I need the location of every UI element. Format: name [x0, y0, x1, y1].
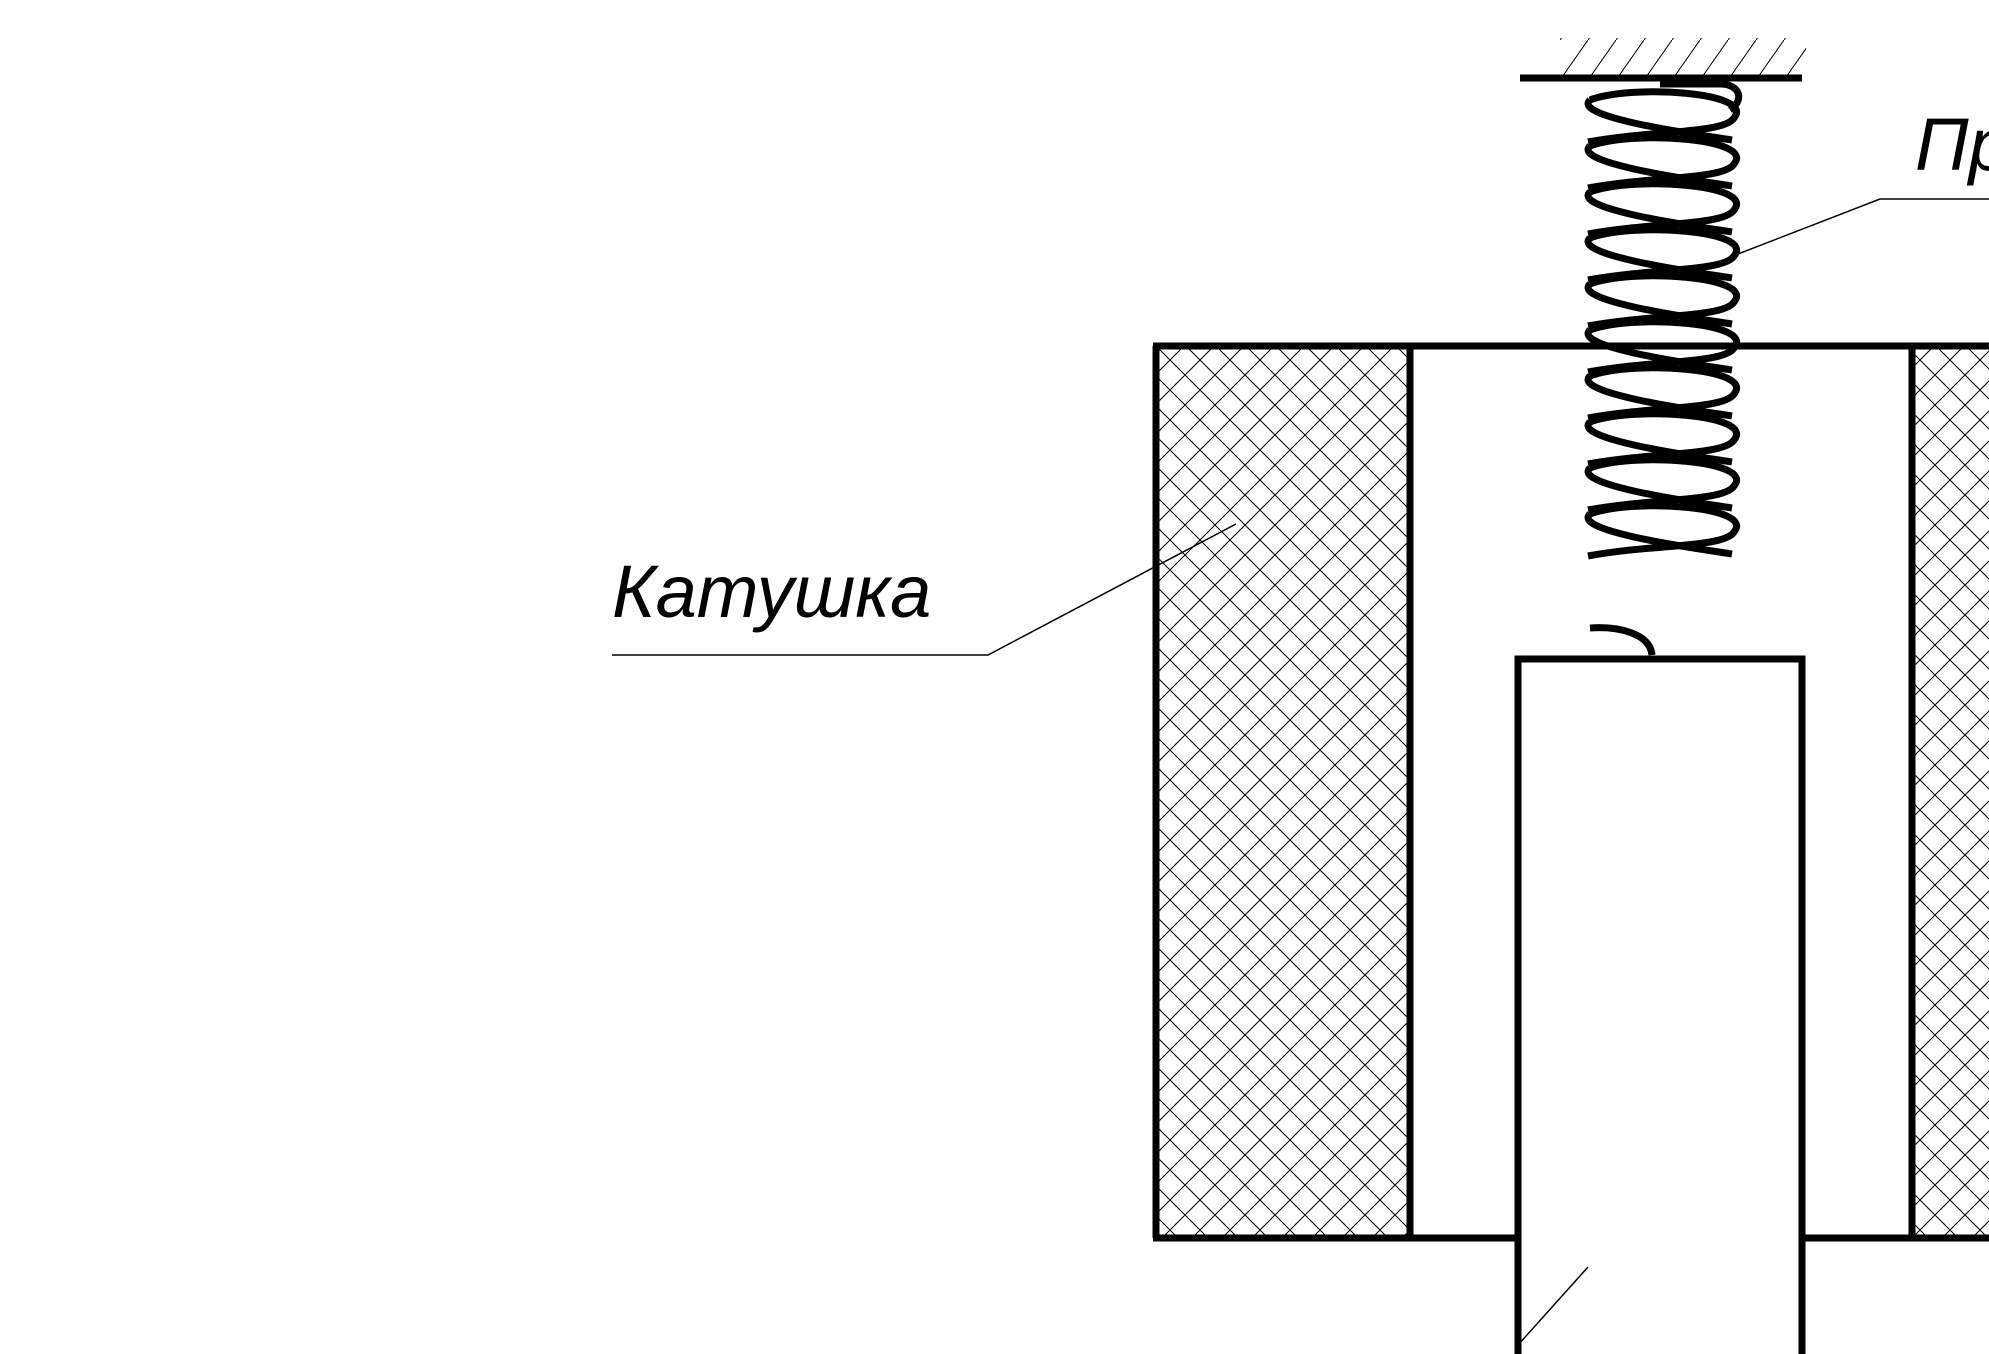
- spring-bottom-end: [1589, 624, 1656, 656]
- spring-coil-back: [1587, 410, 1741, 468]
- fixed-support: [1520, 38, 1806, 82]
- plunger-leader-line: [1517, 1266, 1589, 1346]
- spring-coil-back: [1587, 226, 1741, 284]
- spring-coil-front: [1584, 143, 1733, 190]
- spring: [1584, 80, 1743, 656]
- spring-coil-back: [1587, 502, 1741, 560]
- spring-coil-front: [1584, 235, 1733, 282]
- coil-left-section: [1152, 346, 1414, 1238]
- coil-right-section: [1908, 346, 1989, 1238]
- plunger: [1514, 655, 1806, 1354]
- spring-coil-front: [1584, 419, 1733, 466]
- spring-coil-back: [1587, 88, 1741, 146]
- spring-coil-front: [1584, 281, 1733, 328]
- spring-top-end: [1660, 80, 1743, 113]
- spring-coil-back: [1587, 318, 1741, 376]
- spring-coil-back: [1587, 134, 1741, 192]
- support-hatching: [1560, 38, 1806, 76]
- spring-leader-line: [1737, 198, 1989, 255]
- spring-coil-front: [1584, 327, 1733, 374]
- spring-label: Пр: [1915, 103, 1989, 186]
- spring-coil-back: [1587, 272, 1741, 330]
- coil-label: Катушка: [612, 550, 931, 633]
- coil-leader-line: [612, 523, 1237, 656]
- spring-coil-front: [1584, 465, 1733, 512]
- spring-coil-back: [1587, 456, 1741, 514]
- spring-coil-front: [1584, 97, 1733, 144]
- spring-coil-back: [1587, 180, 1741, 238]
- spring-coil-front: [1584, 189, 1733, 236]
- spring-coil-back: [1587, 364, 1741, 422]
- spring-coil-front: [1584, 373, 1733, 420]
- spring-coil-front: [1584, 511, 1733, 558]
